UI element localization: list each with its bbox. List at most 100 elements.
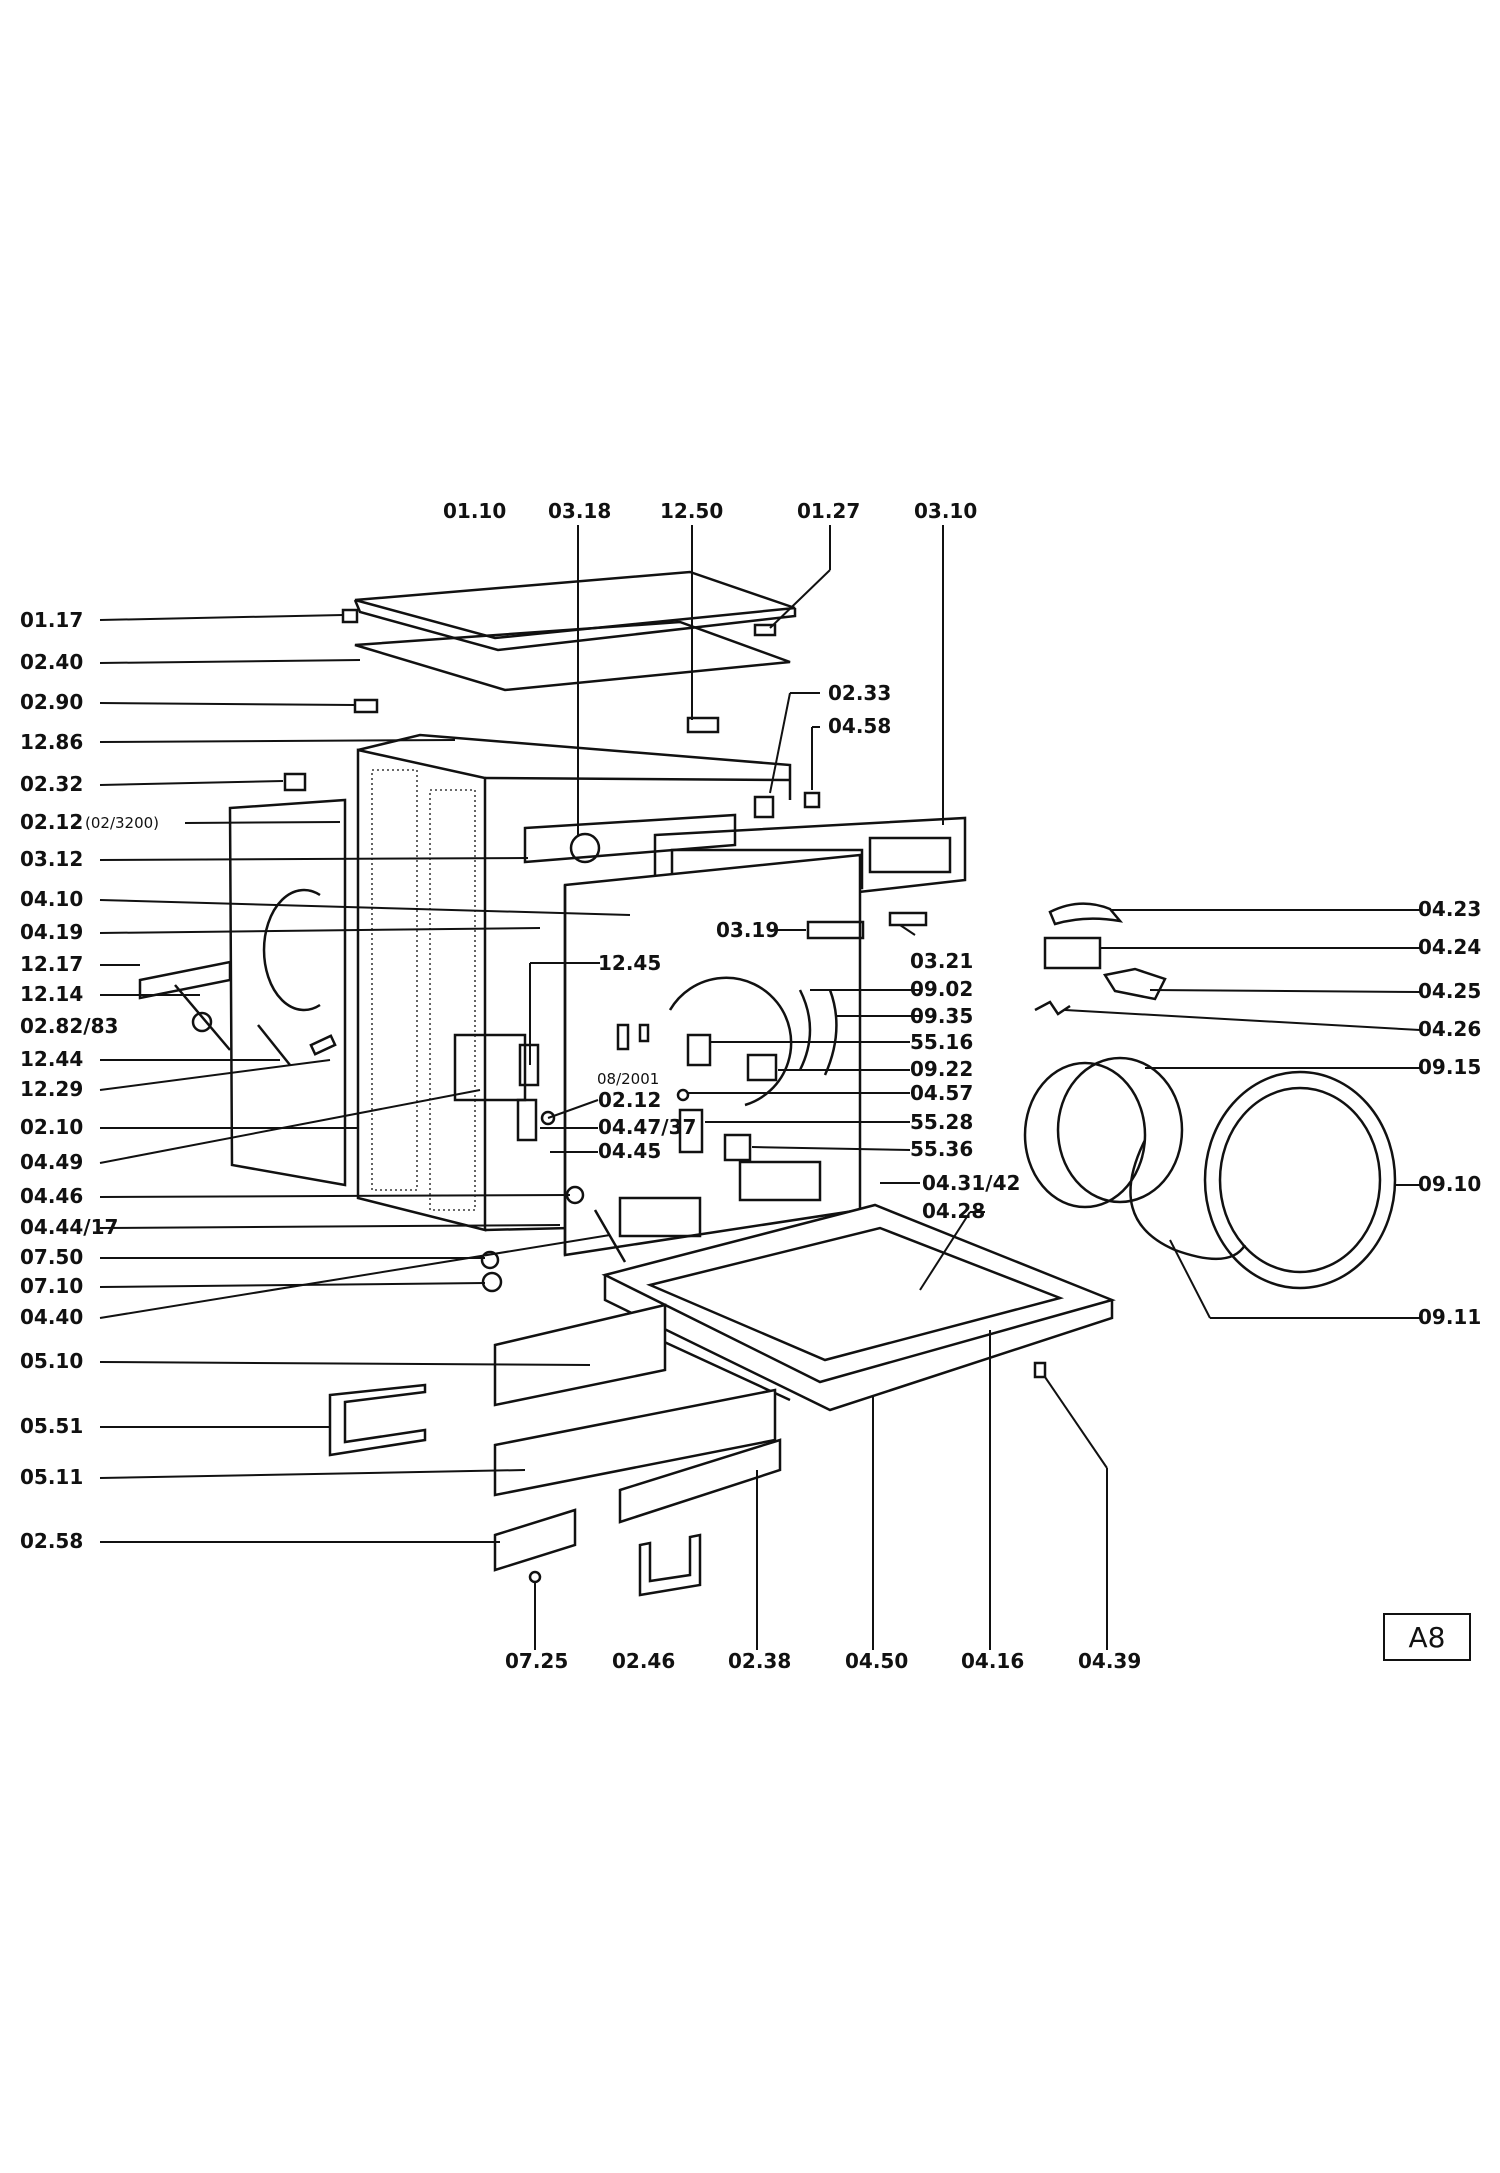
panel-02-38 [618, 1438, 782, 1524]
label-center-14: 55.36 [910, 1137, 973, 1161]
label-left-21: 05.10 [20, 1349, 83, 1373]
label-right-6: 09.11 [1418, 1305, 1481, 1329]
date-code: 08/2001 [597, 1070, 659, 1088]
label-left-13: 12.29 [20, 1077, 83, 1101]
label-left-12: 12.44 [20, 1047, 83, 1071]
label-left-15: 04.49 [20, 1150, 83, 1174]
label-center-13: 04.45 [598, 1139, 661, 1163]
part-03-21 [888, 911, 928, 927]
clip-02-32 [283, 772, 307, 792]
label-center-3: 03.21 [910, 949, 973, 973]
door-bowl-09-15 [1056, 1056, 1184, 1204]
label-left-5: 02.12 [20, 810, 83, 834]
label-left-20: 04.40 [20, 1305, 83, 1329]
note-02-12: (02/3200) [85, 814, 159, 832]
label-left-16: 04.46 [20, 1184, 83, 1208]
handle-04-23 [1048, 902, 1124, 926]
label-left-1: 02.40 [20, 650, 83, 674]
label-left-8: 04.19 [20, 920, 83, 944]
label-left-14: 02.10 [20, 1115, 83, 1139]
labels-bottom: 07.25 02.46 02.38 04.50 04.16 04.39 [505, 1649, 1141, 1673]
label-right-4: 09.15 [1418, 1055, 1481, 1079]
label-bottom-5: 04.39 [1078, 1649, 1141, 1673]
label-center-12: 55.28 [910, 1110, 973, 1134]
back-panel [228, 798, 347, 1187]
label-center-5: 09.02 [910, 977, 973, 1001]
label-bottom-3: 04.50 [845, 1649, 908, 1673]
label-left-9: 12.17 [20, 952, 83, 976]
label-center-4: 12.45 [598, 951, 661, 975]
label-left-22: 05.51 [20, 1414, 83, 1438]
label-left-18: 07.50 [20, 1245, 83, 1269]
label-center-11: 04.47/37 [598, 1115, 696, 1139]
cabinet-side [356, 748, 487, 1232]
insulation-panel [354, 620, 791, 692]
spring-04-26 [1034, 1000, 1071, 1016]
part-55-16 [686, 1033, 712, 1067]
label-center-15: 04.31/42 [922, 1171, 1020, 1195]
label-left-6: 03.12 [20, 847, 83, 871]
part-04-25 [1102, 967, 1167, 1001]
parts-drawing [138, 570, 1397, 1597]
screw-04-58 [803, 791, 821, 809]
control-panel-inner [523, 813, 737, 864]
label-top-0: 01.10 [443, 499, 506, 523]
label-left-23: 05.11 [20, 1465, 83, 1489]
door-ring-09-10 [1203, 1070, 1397, 1290]
door-seal-09-11 [1129, 1139, 1247, 1261]
part-04-47 [516, 1098, 538, 1142]
leader-lines [99, 525, 1421, 1650]
label-right-3: 04.26 [1418, 1017, 1481, 1041]
label-left-19: 07.10 [20, 1274, 83, 1298]
label-left-3: 12.86 [20, 730, 83, 754]
front-porthole [668, 976, 793, 1107]
label-center-9: 02.12 [598, 1088, 661, 1112]
part-55-28 [678, 1108, 704, 1154]
label-center-1: 04.58 [828, 714, 891, 738]
label-bottom-2: 02.38 [728, 1649, 791, 1673]
label-bottom-0: 07.25 [505, 1649, 568, 1673]
label-bottom-1: 02.46 [612, 1649, 675, 1673]
label-top-3: 01.27 [797, 499, 860, 523]
plinth-05-51 [328, 1383, 427, 1457]
side-opening [262, 888, 321, 1012]
label-center-16: 04.28 [922, 1199, 985, 1223]
part-02-46 [638, 1533, 702, 1597]
clip-01-17 [341, 608, 359, 624]
label-bottom-4: 04.16 [961, 1649, 1024, 1673]
label-left-0: 01.17 [20, 608, 83, 632]
label-left-7: 04.10 [20, 887, 83, 911]
part-09-35 [823, 989, 838, 1076]
label-top-2: 12.50 [660, 499, 723, 523]
part-55-36 [723, 1133, 752, 1162]
clip-12-50 [686, 716, 720, 734]
part-09-22 [746, 1053, 778, 1082]
label-center-7: 55.16 [910, 1030, 973, 1054]
plinth-05-11 [493, 1388, 777, 1497]
label-right-5: 09.10 [1418, 1172, 1481, 1196]
label-left-10: 12.14 [20, 982, 83, 1006]
label-top-4: 03.10 [914, 499, 977, 523]
label-right-0: 04.23 [1418, 897, 1481, 921]
label-right-1: 04.24 [1418, 935, 1481, 959]
label-center-10: 04.57 [910, 1081, 973, 1105]
label-center-2: 03.19 [716, 918, 779, 942]
label-center-6: 09.35 [910, 1004, 973, 1028]
hinge [453, 1033, 527, 1102]
label-top-1: 03.18 [548, 499, 611, 523]
page-id-badge: A8 [1383, 1613, 1471, 1661]
part-02-33 [753, 795, 775, 819]
label-left-17: 04.44/17 [20, 1215, 118, 1239]
label-center-0: 02.33 [828, 681, 891, 705]
part-09-02 [798, 989, 812, 1071]
label-center-8: 09.22 [910, 1057, 973, 1081]
panel-02-58 [493, 1508, 577, 1572]
lock-04-24 [1043, 936, 1102, 970]
labels-top: 01.10 03.18 12.50 01.27 03.10 [443, 499, 977, 523]
part-03-19 [806, 920, 865, 940]
clip-02-90 [353, 698, 379, 714]
plinth-05-10 [493, 1303, 667, 1407]
labels-left: 01.17 02.40 02.90 12.86 02.32 02.12 (02/… [20, 608, 159, 1553]
label-left-2: 02.90 [20, 690, 83, 714]
